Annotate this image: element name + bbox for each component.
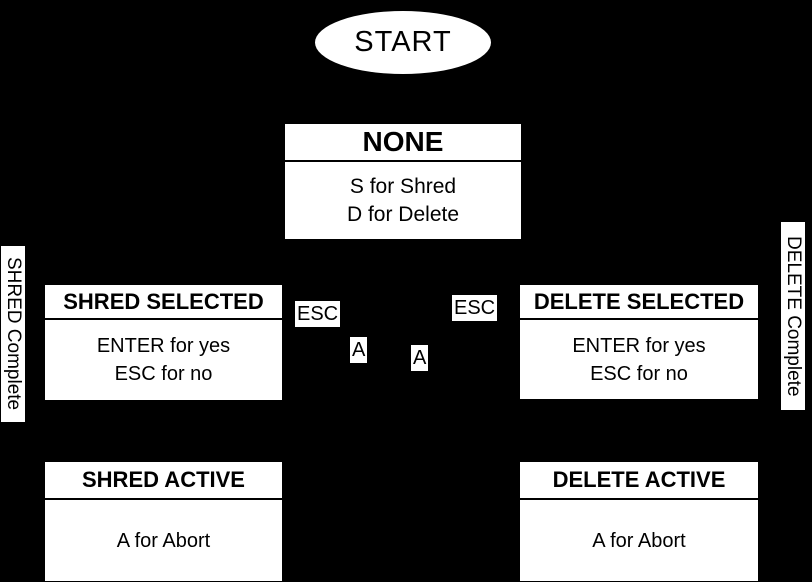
edge-label-delete-complete: DELETE Complete <box>781 222 805 410</box>
state-shred-selected-line2: ESC for no <box>114 363 213 385</box>
state-delete-active-body: A for Abort <box>520 500 758 581</box>
state-delete-active-line1: A for Abort <box>592 529 686 552</box>
edge-label-esc-left: ESC <box>295 301 341 327</box>
state-shred-active-body: A for Abort <box>45 500 282 581</box>
state-none-body: S for Shred D for Delete <box>285 162 521 239</box>
state-none-line2: D for Delete <box>346 202 460 226</box>
state-shred-selected: SHRED SELECTED ENTER for yes ESC for no <box>45 285 282 400</box>
state-shred-active-line1: A for Abort <box>116 529 211 552</box>
edge-label-a-right: A <box>411 345 429 371</box>
edge-label-shred-complete: SHRED Complete <box>1 246 25 422</box>
state-delete-selected-body: ENTER for yes ESC for no <box>520 320 758 399</box>
start-node: START <box>315 11 491 74</box>
state-shred-selected-title: SHRED SELECTED <box>45 285 282 320</box>
state-delete-active: DELETE ACTIVE A for Abort <box>520 462 758 581</box>
state-shred-selected-line1: ENTER for yes <box>96 335 231 357</box>
state-shred-active-title: SHRED ACTIVE <box>45 462 282 500</box>
state-delete-selected: DELETE SELECTED ENTER for yes ESC for no <box>520 285 758 399</box>
state-shred-active: SHRED ACTIVE A for Abort <box>45 462 282 581</box>
edge-label-a-left: A <box>350 337 368 363</box>
state-delete-selected-title: DELETE SELECTED <box>520 285 758 320</box>
start-label: START <box>354 26 452 58</box>
state-none: NONE S for Shred D for Delete <box>285 124 521 239</box>
state-delete-selected-line1: ENTER for yes <box>572 334 706 357</box>
state-none-title: NONE <box>285 124 521 162</box>
edge-label-esc-right: ESC <box>452 295 498 321</box>
state-delete-active-title: DELETE ACTIVE <box>520 462 758 500</box>
state-none-line1: S for Shred <box>349 174 457 198</box>
state-shred-selected-body: ENTER for yes ESC for no <box>45 320 282 400</box>
state-delete-selected-line2: ESC for no <box>590 362 688 385</box>
